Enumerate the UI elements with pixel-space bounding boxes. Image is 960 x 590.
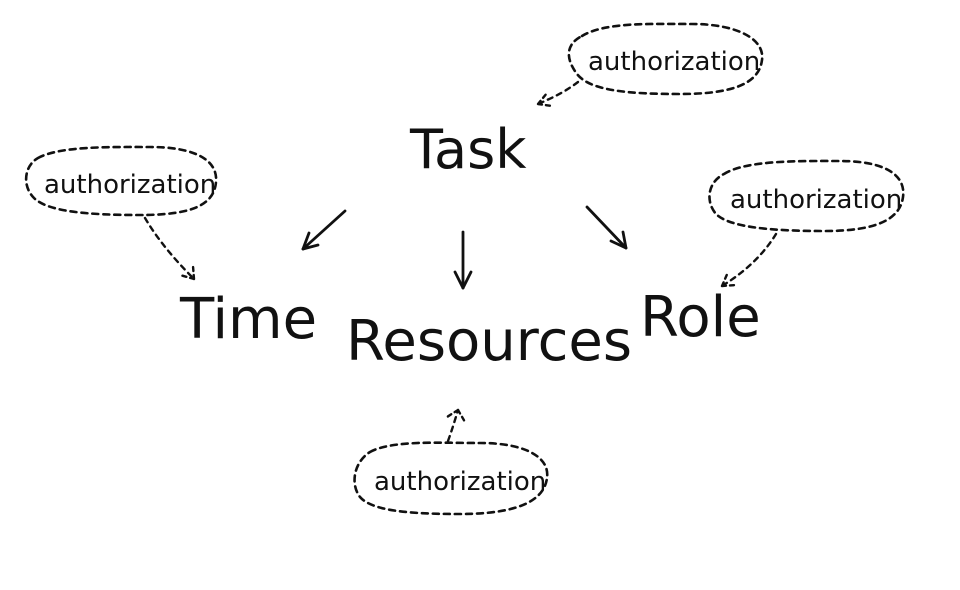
authorization-note-time: authorization: [24, 145, 218, 281]
authorization-note-resources: authorization: [353, 408, 549, 516]
dashed-bubble: [24, 145, 218, 217]
dashed-bubble: [353, 441, 549, 516]
node-resources: Resources: [346, 309, 632, 374]
arrow-task-to-resources: [453, 230, 473, 290]
node-task: Task: [409, 118, 527, 181]
node-time: Time: [179, 287, 317, 352]
authorization-note-role: authorization: [708, 159, 905, 288]
note-text: authorization: [730, 185, 902, 215]
authorization-note-task: authorization: [536, 22, 764, 108]
note-text: authorization: [44, 170, 216, 200]
node-role: Role: [640, 285, 761, 350]
note-text: authorization: [374, 467, 546, 497]
arrow-task-to-role: [585, 205, 628, 250]
note-text: authorization: [588, 47, 760, 77]
dashed-bubble: [567, 22, 764, 96]
arrow-task-to-time: [301, 209, 347, 251]
